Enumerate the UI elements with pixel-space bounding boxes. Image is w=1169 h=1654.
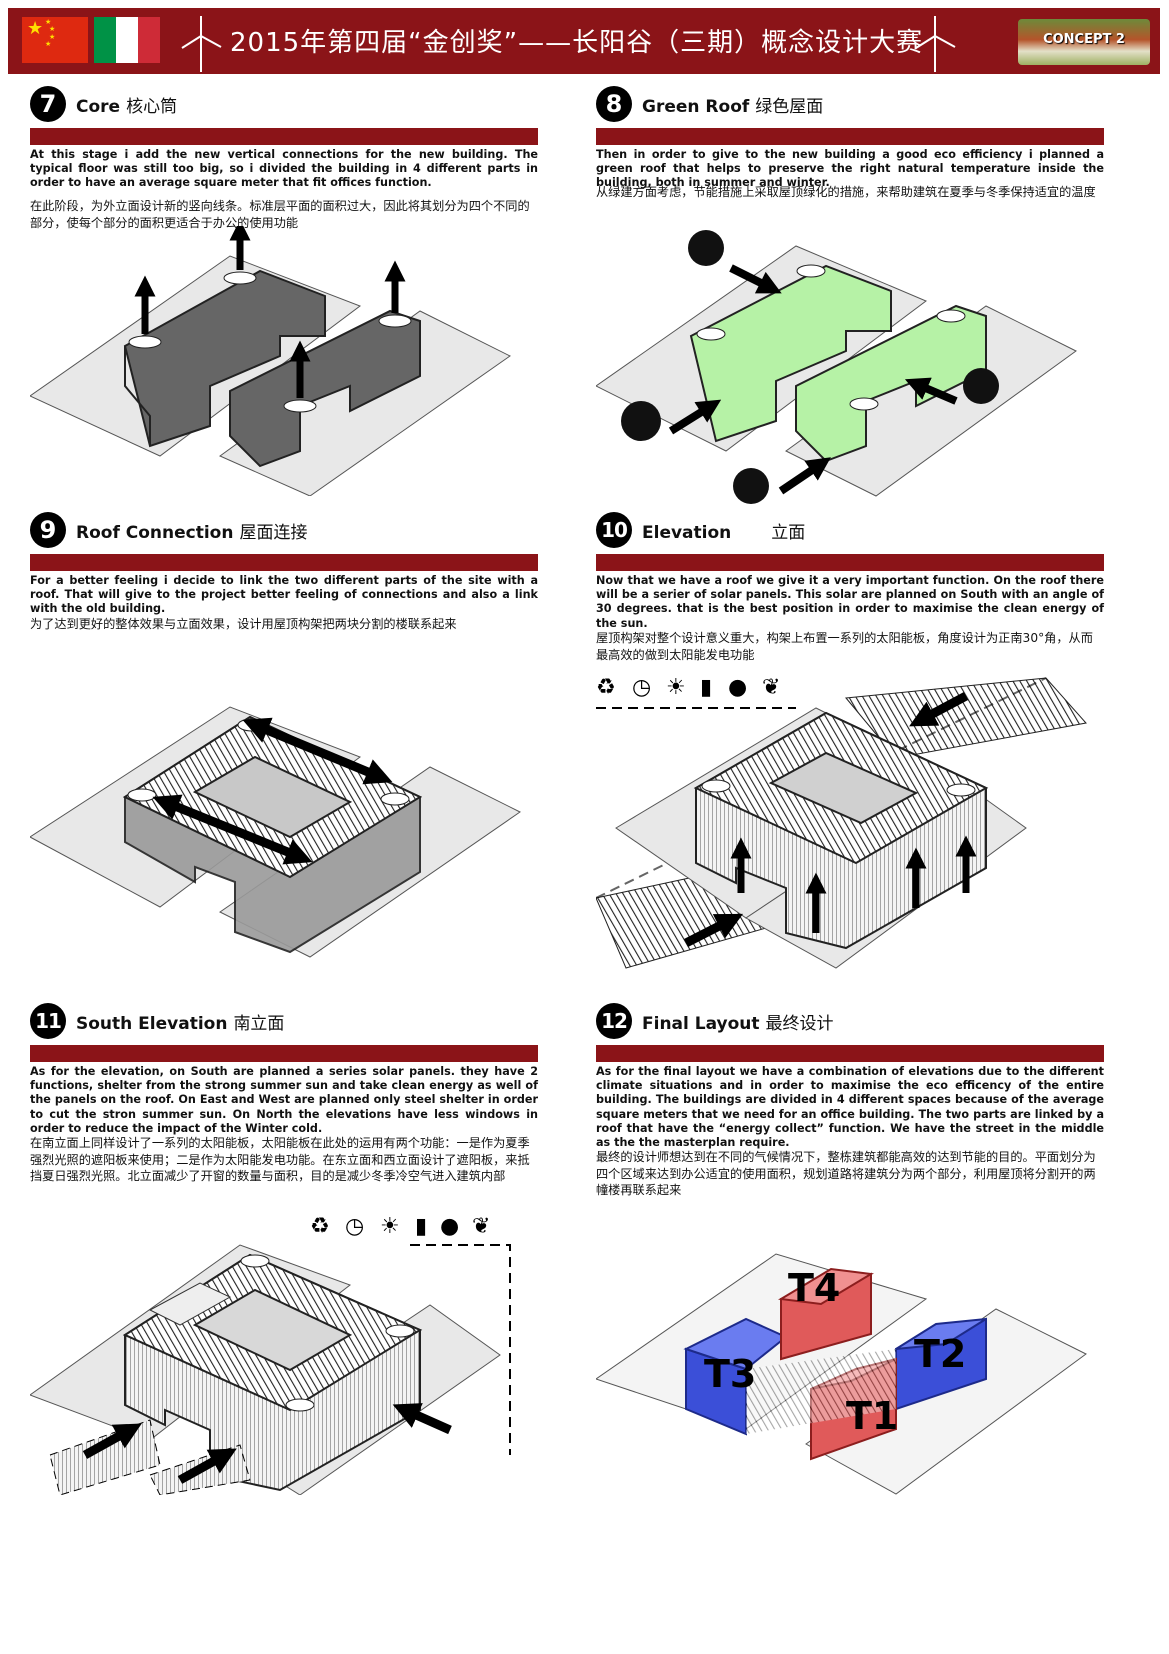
- recycle-icon: ♻: [310, 1214, 330, 1239]
- bulb-icon: ☀: [666, 675, 686, 700]
- title-bar: [30, 1045, 538, 1062]
- roof-connection-diagram: [30, 706, 521, 958]
- title-bar: [30, 554, 538, 571]
- competition-title: 2015年第四届“金创奖”——长阳谷（三期）概念设计大赛: [230, 28, 924, 58]
- description-en: For a better feeling i decide to link th…: [30, 574, 538, 616]
- step-number: 8: [596, 86, 632, 122]
- title-bar: [596, 128, 1104, 145]
- globe-icon: ●: [440, 1214, 459, 1239]
- bulb-icon: ☀: [380, 1214, 400, 1239]
- battery-icon: ▮: [700, 675, 712, 700]
- wind-turbine-icon: [915, 16, 956, 72]
- italy-flag: [94, 17, 160, 63]
- step-number: 9: [30, 512, 66, 548]
- china-flag: ★ ★ ★ ★ ★: [22, 17, 88, 63]
- eco-icons: ♻ ◷ ☀ ▮ ● ❦: [310, 1214, 490, 1239]
- recycle-icon: ♻: [596, 675, 616, 700]
- tower-label: T1: [846, 1394, 898, 1438]
- title-bar: [596, 554, 1104, 571]
- description-en: Now that we have a roof we give it a ver…: [596, 574, 1104, 630]
- core-diagram: [30, 226, 511, 496]
- south-elevation-diagram: ♻ ◷ ☀ ▮ ● ❦: [30, 1214, 511, 1495]
- clock-icon: ◷: [345, 1214, 364, 1239]
- tower-label: T3: [704, 1352, 756, 1396]
- step-number: 11: [30, 1003, 66, 1039]
- header-banner: ★ ★ ★ ★ ★ 2015年第四届“金创奖”——长阳谷（三期）概念设计大赛 C…: [8, 8, 1160, 74]
- clock-icon: ◷: [632, 675, 651, 700]
- description-en: As for the elevation, on South are plann…: [30, 1065, 538, 1135]
- step-number: 10: [596, 512, 632, 548]
- description-zh: 最终的设计师想达到在不同的气候情况下，整栋建筑都能高效的达到节能的目的。平面划分…: [596, 1150, 1096, 1197]
- title-bar: [596, 1045, 1104, 1062]
- tower-label: T4: [788, 1266, 840, 1310]
- battery-icon: ▮: [415, 1214, 427, 1239]
- description-zh: 从绿建方面考虑，节能措施上采取屋顶绿化的措施，来帮助建筑在夏季与冬季保持适宜的温…: [596, 185, 1096, 199]
- title-bar: [30, 128, 538, 145]
- elevation-diagram: ♻ ◷ ☀ ▮ ● ❦: [596, 675, 1087, 969]
- wind-turbine-icon: [181, 16, 222, 72]
- plug-leaf-icon: ❦: [472, 1214, 490, 1239]
- description-zh: 屋顶构架对整个设计意义重大，构架上布置一系列的太阳能板，角度设计为正南30°角，…: [596, 631, 1093, 662]
- description-en: At this stage i add the new vertical con…: [30, 148, 538, 190]
- description-zh: 为了达到更好的整体效果与立面效果，设计用屋顶构架把两块分割的楼联系起来: [30, 617, 457, 631]
- description-en: Then in order to give to the new buildin…: [596, 148, 1104, 190]
- green-roof-diagram: [596, 230, 1077, 504]
- final-layout-diagram: T4 T3 T2 T1: [596, 1253, 1087, 1495]
- description-zh: 在南立面上同样设计了一系列的太阳能板，太阳能板在此处的运用有两个功能：一是作为夏…: [30, 1136, 530, 1183]
- concept-badge: CONCEPT 2: [1018, 19, 1150, 65]
- step-number: 7: [30, 86, 66, 122]
- plug-leaf-icon: ❦: [762, 675, 780, 700]
- globe-icon: ●: [728, 675, 747, 700]
- tower-label: T2: [914, 1332, 966, 1376]
- description-en: As for the final layout we have a combin…: [596, 1065, 1104, 1150]
- step-number: 12: [596, 1003, 632, 1039]
- eco-icons: ♻ ◷ ☀ ▮ ● ❦: [596, 675, 780, 700]
